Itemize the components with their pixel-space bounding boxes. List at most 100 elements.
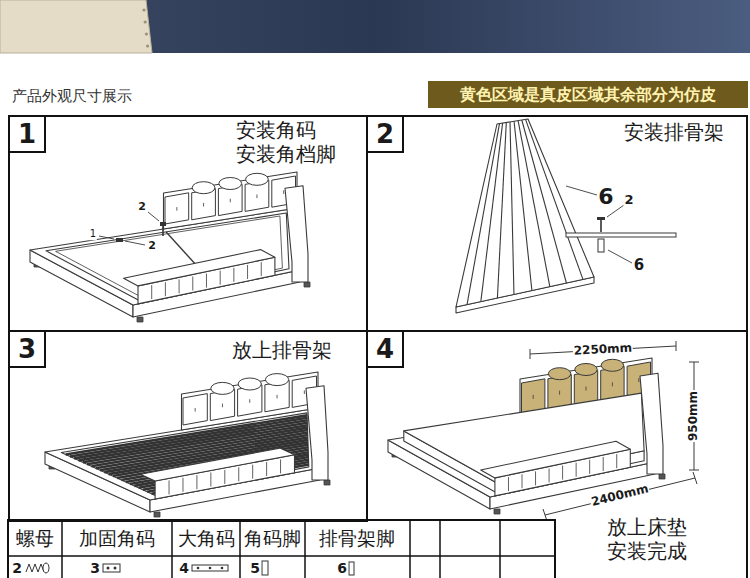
table-header: 螺母 [15, 528, 55, 550]
part-number: 5 [249, 560, 261, 576]
tufting-mark [612, 382, 613, 386]
callout-number: 6 [633, 257, 645, 274]
table-header: 角码脚 [243, 528, 302, 550]
head-pillow [192, 182, 215, 194]
bed-illustration [30, 172, 310, 322]
table-header: 大角码 [177, 528, 236, 550]
tufting-line [549, 468, 550, 482]
head-pillow [238, 378, 261, 390]
head-pillow [548, 368, 570, 380]
head-pillow [246, 173, 269, 185]
head-pillow [601, 359, 623, 371]
head-pillow [265, 374, 288, 386]
table-header: 加固角码 [78, 528, 156, 550]
tufting-line [196, 475, 197, 489]
slat-frame [456, 119, 676, 313]
tufting-line [535, 471, 536, 485]
bed-frame-top [30, 208, 300, 305]
tufting-mark [230, 199, 231, 203]
callout-number: 1 [89, 228, 97, 240]
leader-line [148, 212, 159, 221]
step-panel: 安装角码 安装角档脚 1 [8, 115, 368, 332]
parts-table [8, 520, 555, 578]
step-title: 放上排骨架 [232, 338, 350, 362]
screw-shaft [600, 220, 602, 232]
head-pillow [219, 178, 242, 190]
head-pillow [575, 364, 597, 376]
note-text: 黄色区域是真皮区域其余部分为仿皮 [460, 87, 716, 103]
slat-rail [481, 123, 503, 302]
foot-bench-top [124, 250, 275, 286]
tufting-mark [256, 195, 257, 199]
step-panel: 放上排骨架 3 [8, 330, 368, 522]
dimension-line [545, 478, 695, 515]
bracket-hole [107, 567, 110, 570]
bed-leg [324, 480, 330, 485]
dimension-tick [689, 470, 699, 471]
dimension-tick [693, 472, 697, 484]
tufting-line [182, 478, 183, 492]
leader-line [566, 186, 597, 195]
head-pillow [211, 382, 234, 394]
stitch-dot [145, 32, 148, 35]
side-arm [640, 373, 663, 474]
tufting-line [616, 454, 617, 468]
tufting-mark [559, 391, 560, 395]
tufting-mark [222, 404, 223, 408]
tufting-line [562, 466, 563, 480]
step-title: 安装排骨架 [608, 120, 724, 144]
dimension-label: 2250mm [572, 342, 633, 359]
callout-number: 2 [137, 201, 147, 214]
tufting-line [169, 480, 170, 494]
tufting-line [206, 274, 207, 288]
step-panel: 安装排骨架 2 [366, 115, 748, 332]
bed-leg [154, 512, 160, 517]
tufting-mark [195, 408, 196, 412]
table-rule [8, 555, 555, 557]
step-number-box: 1 [8, 115, 46, 153]
leader-line [125, 241, 145, 245]
bracket-icon [103, 564, 120, 572]
step-number: 3 [18, 336, 36, 362]
table-rule [171, 520, 173, 578]
tufting-line [280, 459, 281, 473]
tufting-line [576, 463, 577, 477]
tufting-mark [176, 207, 177, 211]
dimension-lines [530, 341, 699, 521]
screw-head [597, 217, 605, 220]
headboard-cushion [165, 193, 189, 224]
tufting-mark [638, 378, 639, 382]
table-header: 排骨架脚 [318, 528, 396, 550]
photo-strip [0, 0, 750, 53]
slat-rail [497, 123, 506, 299]
tufting-line [233, 268, 234, 282]
bracket-hole [197, 567, 200, 570]
bed-leg [659, 474, 665, 479]
corner-bracket [116, 238, 123, 242]
part-number: 4 [178, 560, 190, 576]
callout-number: 6 [597, 184, 614, 209]
note-banner: 黄色区域是真皮区域其余部分为仿皮 [428, 81, 748, 108]
step-number-box: 4 [366, 330, 404, 368]
slat-rail [522, 120, 567, 283]
foot-bench-top [481, 441, 631, 478]
tufting-line [266, 462, 267, 476]
table-rule [304, 520, 306, 578]
tufting-line [151, 285, 152, 299]
tufting-line [224, 470, 225, 484]
dimension-tick [676, 341, 677, 351]
leader-line [608, 250, 632, 263]
foot-bench-top [140, 448, 294, 481]
stitch-dot [146, 44, 149, 47]
part-number: 3 [89, 560, 101, 576]
dimension-tick [689, 362, 699, 363]
step-number: 2 [376, 121, 394, 147]
tufting-line [603, 457, 604, 471]
bed-leg [494, 509, 500, 514]
tufting-mark [283, 190, 284, 194]
tufting-line [589, 460, 590, 474]
tufting-mark [277, 395, 278, 399]
tufting-line [179, 279, 180, 293]
tufting-line [252, 465, 253, 479]
step-title: 安装角码 安装角档脚 [236, 118, 344, 166]
